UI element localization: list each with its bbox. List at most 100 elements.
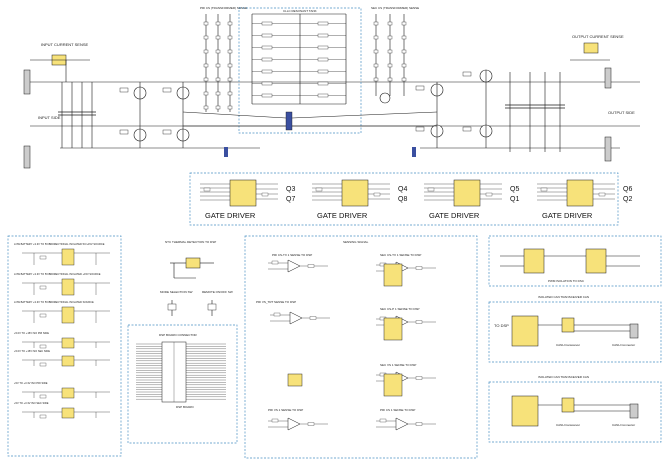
can-block-1: ISOLATED CAN TRANSCEIVER CAN TO DSP CANH… bbox=[488, 295, 662, 363]
secondary-bridge bbox=[415, 69, 493, 148]
remote-switch bbox=[207, 303, 217, 311]
sense-resistor bbox=[415, 320, 423, 324]
sense-title: PRI CS-TX 1 SENSE TO DSP bbox=[272, 253, 312, 257]
gate-resistor bbox=[427, 187, 435, 192]
sense-diode bbox=[387, 49, 393, 54]
pwm-iso-ic-1 bbox=[523, 248, 545, 274]
gate-driver-bottom-mosfet-label: Q2 bbox=[623, 196, 632, 203]
sense-diode bbox=[401, 49, 407, 54]
tank-detail bbox=[182, 21, 438, 127]
sense-diode bbox=[401, 77, 407, 82]
can-box-2 bbox=[488, 381, 662, 443]
gate-resistor bbox=[261, 192, 269, 197]
gate-resistor bbox=[203, 187, 211, 192]
sense-diode bbox=[401, 63, 407, 68]
sense-diode bbox=[203, 91, 209, 96]
gate-driver-ic bbox=[229, 179, 257, 207]
can-connector-1 bbox=[629, 323, 639, 339]
isolated-amplifier-ic bbox=[383, 373, 403, 397]
tank-capacitor bbox=[261, 69, 273, 74]
can-iso-ic-1 bbox=[511, 315, 539, 347]
sense-diode bbox=[387, 77, 393, 82]
mode-switch-block: MODE SELECTION SW REMOTE ON/OFF SW bbox=[160, 290, 233, 316]
sense-resistor bbox=[379, 418, 387, 423]
sense-fet-sec bbox=[379, 92, 391, 104]
dsp-note: DSP BOARD bbox=[176, 405, 194, 409]
gate-driver-label: GATE DRIVER bbox=[542, 211, 593, 220]
power-supply-title: LOW BATTERY +3.3V TO 5V/BIDIRECTIONAL IS… bbox=[14, 300, 94, 304]
sense-diode bbox=[373, 49, 379, 54]
gate-driver-ic bbox=[341, 179, 369, 207]
input-capacitor-bank bbox=[58, 82, 96, 148]
heatsink-marker-right bbox=[412, 147, 416, 157]
transformer-core bbox=[285, 111, 293, 131]
tank-capacitor bbox=[317, 45, 329, 50]
can-title-1: ISOLATED CAN TRANSCEIVER CAN bbox=[538, 295, 589, 299]
tank-capacitor bbox=[317, 69, 329, 74]
pwm-isolation-box bbox=[488, 235, 662, 287]
sense-diode bbox=[203, 63, 209, 68]
sense-circuit: PRI CS 1 SENSE TO DSP bbox=[376, 408, 436, 431]
ntc-title: NTC THERMAL DETECTION TO DSP bbox=[165, 240, 216, 244]
regulator-ic bbox=[61, 387, 75, 399]
power-supply-section: LOW BATTERY +3.3V TO 5V/BIDIRECTIONAL IS… bbox=[14, 242, 110, 266]
sense-diode bbox=[203, 21, 209, 26]
input-connector-bottom bbox=[23, 145, 31, 169]
isolated-amplifier-ic bbox=[383, 317, 403, 341]
sense-diode bbox=[215, 63, 221, 68]
gate-driver-top-mosfet-label: Q5 bbox=[510, 186, 519, 193]
can-title-2: ISOLATED CAN TRANSCEIVER CAN bbox=[538, 375, 589, 379]
pwm-isolation: PWM ISOLATION TO DSC bbox=[500, 248, 640, 283]
sense-diode bbox=[227, 63, 233, 68]
power-supply-section: +5.0V TO +15V ISO SEC SIDE bbox=[14, 349, 110, 367]
sense-diode bbox=[387, 35, 393, 40]
gate-driver-box bbox=[189, 172, 619, 226]
gate-driver-bottom-mosfet-label: Q7 bbox=[286, 196, 295, 203]
regulator-ic bbox=[61, 337, 75, 349]
tank-capacitor bbox=[317, 21, 329, 26]
sense-diode bbox=[227, 91, 233, 96]
sense-diode bbox=[373, 21, 379, 26]
gate-driver-label: GATE DRIVER bbox=[205, 211, 256, 220]
sense-diode bbox=[215, 49, 221, 54]
opamp-symbol bbox=[287, 259, 301, 273]
regulator-ic bbox=[61, 306, 75, 324]
sense-circuit: PRI VS_TRT SENSE TO DSP bbox=[256, 300, 330, 325]
pwm-title: PWM ISOLATION TO DSC bbox=[548, 279, 585, 283]
sense-diode bbox=[227, 49, 233, 54]
sec-cs-title: SEC CS (TRANSFORMER) SENSE bbox=[371, 6, 419, 10]
dsp-title: DSP BOARD CONNECTOR bbox=[159, 333, 198, 337]
mode-selection-title: MODE SELECTION SW bbox=[160, 290, 193, 294]
regulator-ic bbox=[61, 355, 75, 367]
gate-driver-top-mosfet-label: Q4 bbox=[398, 186, 407, 193]
gate-driver-label: GATE DRIVER bbox=[429, 211, 480, 220]
power-supply-section: +5V TO +3.3V ISO SEC SIDE bbox=[14, 401, 110, 419]
isolated-amplifier-ic bbox=[383, 263, 403, 287]
power-supply-title: LOW BATTERY +3.3V TO 5V/BIDIRECTIONAL IS… bbox=[14, 242, 105, 246]
mode-switch bbox=[167, 303, 177, 311]
sense-resistor bbox=[415, 376, 423, 380]
gate-resistor bbox=[315, 187, 323, 192]
cllc-tank bbox=[251, 13, 347, 131]
tank-capacitor bbox=[261, 93, 273, 98]
sense-diode bbox=[401, 21, 407, 26]
gate-driver-ic bbox=[453, 179, 481, 207]
gate-resistor bbox=[485, 192, 493, 197]
opamp-symbol bbox=[395, 417, 409, 431]
sense-diode bbox=[203, 77, 209, 82]
can-block-2: ISOLATED CAN TRANSCEIVER CAN CANH transc… bbox=[488, 375, 662, 443]
cllc-tank-box bbox=[238, 7, 362, 134]
sense-resistor bbox=[309, 316, 317, 320]
sense-diode bbox=[215, 77, 221, 82]
sense-diode bbox=[203, 35, 209, 40]
pri-cs-sense-block: PRI CS (TRANSFORMER) SENSE bbox=[200, 6, 247, 112]
sensing-box bbox=[244, 235, 478, 459]
opamp-symbol bbox=[289, 311, 303, 325]
sense-resistor bbox=[271, 260, 279, 265]
power-supply-title: +5.0V TO +15V ISO SEC SIDE bbox=[14, 349, 50, 353]
